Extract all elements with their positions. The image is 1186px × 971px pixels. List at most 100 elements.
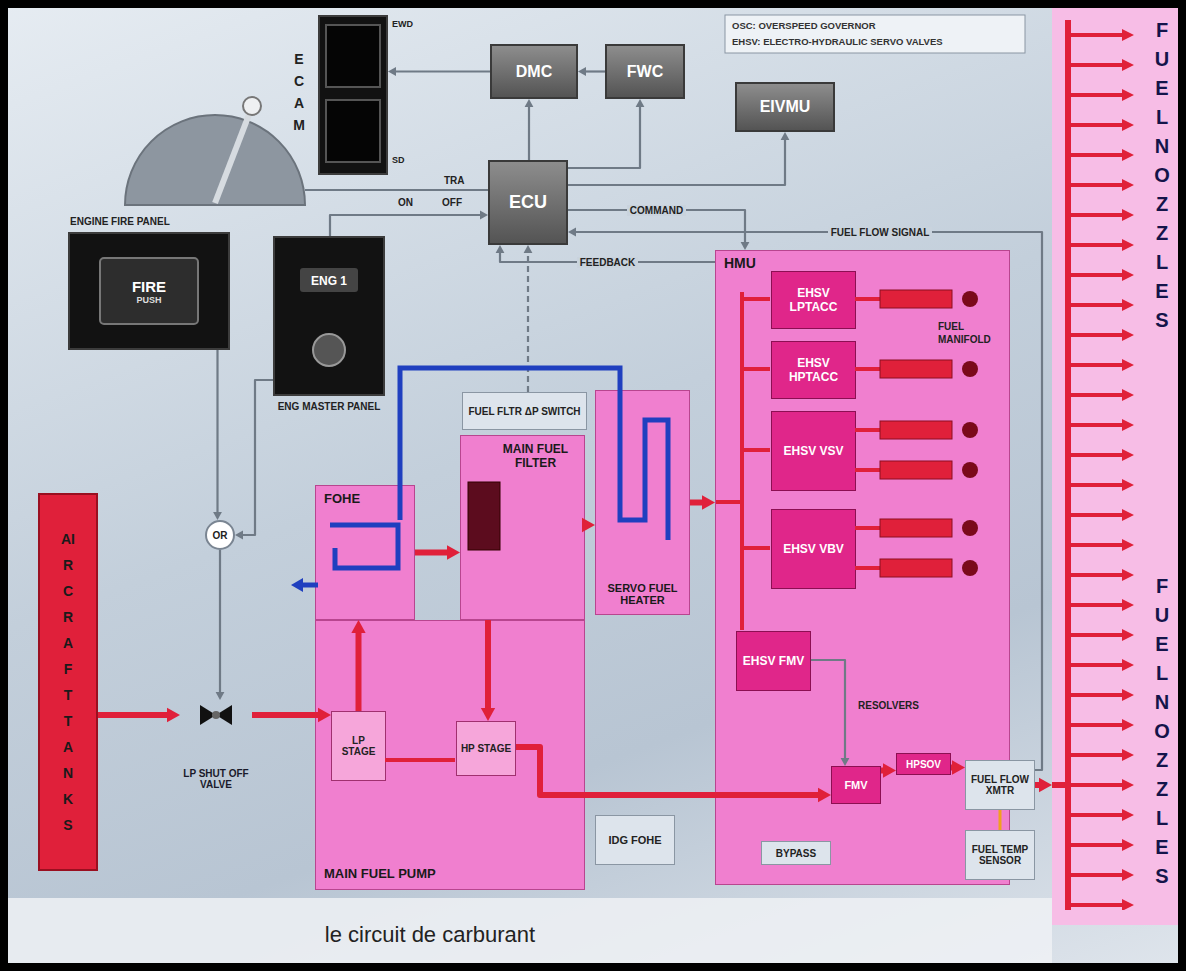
arrow-head xyxy=(388,67,396,76)
heat-exchanger: IDG FOHE xyxy=(595,815,675,865)
edge-label: COMMAND xyxy=(627,205,686,216)
component-drawing-part xyxy=(1052,782,1068,788)
arrow-head xyxy=(1039,778,1052,792)
node-label: FUEL NOZZLES xyxy=(1152,572,1172,891)
fuel-line xyxy=(1035,778,1052,792)
component-drawing-part xyxy=(468,482,500,550)
background-drawing-part xyxy=(8,898,1052,964)
annotation-label: OSC: OVERSPEED GOVERNOR xyxy=(732,20,876,31)
signal-line xyxy=(213,350,222,520)
component-drawing-part xyxy=(100,258,198,324)
node-label: ENG MASTER PANEL xyxy=(275,401,383,412)
signal-line xyxy=(330,211,488,236)
node-label: SERVO FUEL HEATER xyxy=(598,582,687,606)
node-label: FUEL NOZZLES xyxy=(1152,16,1172,335)
fuel-line xyxy=(481,620,495,721)
component-drawing-part-part xyxy=(880,421,952,439)
metering-valve: FMV xyxy=(831,766,881,804)
node-label: PUSH xyxy=(73,295,225,305)
fuel-line xyxy=(881,763,896,777)
servo-valve: EHSV VSV xyxy=(771,411,856,491)
node-label: FIRE xyxy=(73,278,225,295)
node-label: SD xyxy=(392,155,405,165)
annotation-label: RESOLVERS xyxy=(858,700,919,711)
node-label: MAIN FUEL FILTER xyxy=(491,442,580,470)
fuel-line xyxy=(582,518,595,532)
signal-line xyxy=(216,550,225,700)
connector-line xyxy=(216,350,218,514)
annotation-label: E C A M xyxy=(292,48,306,136)
node-label: LP STAGE xyxy=(335,735,382,757)
fuel-line xyxy=(516,747,831,802)
or-gate: OR xyxy=(205,520,235,550)
edge-label: FUEL FLOW SIGNAL xyxy=(828,227,933,238)
node-label: HPSOV xyxy=(898,759,949,770)
signal-line xyxy=(568,132,789,185)
component-drawing-part-part xyxy=(962,560,978,576)
arrow-head xyxy=(216,692,225,700)
node-label: BYPASS xyxy=(765,848,827,859)
component-drawing-part-part xyxy=(880,461,952,479)
annotation-label: ON xyxy=(398,197,413,208)
connector-line xyxy=(394,70,490,72)
edge-label: FEEDBACK xyxy=(577,257,639,268)
node-label: EHSV VSV xyxy=(775,444,852,458)
signal-line xyxy=(568,228,1042,770)
connector-line xyxy=(516,747,822,795)
node-label: DMC xyxy=(495,63,573,81)
arrow-head xyxy=(781,132,790,140)
node-label: IDG FOHE xyxy=(599,834,671,846)
fuel-line xyxy=(98,708,180,722)
component-drawing-part xyxy=(385,758,455,762)
node-label: ECU xyxy=(493,192,563,213)
arrow-head xyxy=(351,620,365,633)
servo-valve: EHSV FMV xyxy=(736,631,811,691)
arrow-head xyxy=(578,67,586,76)
node-label: ENGINE FIRE PANEL xyxy=(70,216,170,227)
component-drawing-part-part xyxy=(880,519,952,537)
signal-line xyxy=(525,99,534,160)
arrow-head xyxy=(952,760,965,774)
component-drawing-part xyxy=(716,292,770,630)
switch-panel: ENG 1ENG MASTER PANEL xyxy=(273,236,385,396)
arrow-head xyxy=(525,99,534,107)
component-drawing-part-part xyxy=(880,290,952,308)
node-label: EHSV LPTACC xyxy=(775,286,852,314)
connector-line xyxy=(485,620,491,712)
arrow-head xyxy=(496,245,505,253)
connector-line xyxy=(241,380,273,535)
connector-line xyxy=(568,105,640,168)
fuel-line xyxy=(951,760,965,774)
connector-line xyxy=(330,215,482,236)
background-drawing-part xyxy=(725,15,1025,53)
arrow-head xyxy=(480,211,488,220)
annotation-label: TRA xyxy=(444,175,465,186)
connector-line xyxy=(568,138,785,185)
component-drawing-part xyxy=(1066,20,1136,910)
annotation-label: EHSV: ELECTRO-HYDRAULIC SERVO VALVES xyxy=(732,36,943,47)
signal-line xyxy=(811,660,849,766)
node-label: FUEL FLTR ΔP SWITCH xyxy=(466,406,583,417)
fuel-line xyxy=(690,495,715,509)
node-label: HP STAGE xyxy=(460,743,512,754)
background-drawing-part xyxy=(305,189,488,191)
node-label: EHSV VBV xyxy=(775,542,852,556)
node-label: FWC xyxy=(610,63,680,81)
component-drawing-part xyxy=(330,525,398,568)
arrow-head xyxy=(741,242,750,250)
background-drawing-part xyxy=(243,97,261,115)
pump-stage: LP STAGE xyxy=(331,711,386,781)
arrow-head xyxy=(447,545,460,559)
arrow-head xyxy=(841,758,850,766)
arrow-head xyxy=(481,708,495,721)
computer-box: DMC xyxy=(490,44,578,99)
component-drawing-part xyxy=(326,100,380,162)
connector-line xyxy=(415,550,451,556)
component-drawing-part xyxy=(300,268,358,292)
transmitter: FUEL FLOW XMTR xyxy=(965,760,1035,810)
node-label: EIVMU xyxy=(740,98,830,116)
component-drawing-part xyxy=(212,711,220,719)
node-label: OR xyxy=(207,530,233,541)
